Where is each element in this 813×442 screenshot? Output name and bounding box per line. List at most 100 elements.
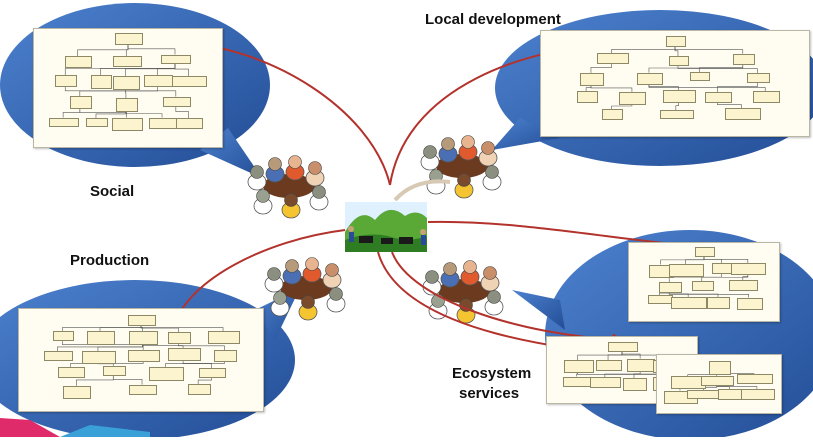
person-head-6: [257, 190, 270, 203]
uml-class-box: [128, 315, 156, 325]
uml-class-box: [666, 36, 686, 47]
uml-class-box: [701, 376, 734, 386]
uml-class-box: [53, 331, 74, 341]
uml-connector-line: [175, 62, 189, 76]
uml-class-box: [168, 348, 201, 361]
uml-class-box: [659, 282, 682, 293]
uml-class-box: [671, 297, 707, 309]
uml-class-box: [637, 73, 664, 86]
uml-class-box: [144, 75, 173, 87]
uml-class-box: [729, 280, 758, 290]
uml-class-box: [168, 332, 191, 343]
uml-class-box: [597, 53, 629, 64]
uml-class-box: [564, 360, 594, 373]
person-head-0: [251, 166, 264, 179]
label-local-development: Local development: [425, 10, 561, 29]
uml-class-box: [690, 72, 710, 81]
label-ecosystem-services-line1: Ecosystem: [452, 364, 531, 383]
label-production: Production: [70, 251, 149, 270]
uml-class-box: [663, 90, 696, 103]
uml-class-box: [648, 295, 673, 304]
uml-class-box: [55, 75, 78, 87]
label-social: Social: [90, 182, 134, 201]
uml-class-box: [87, 331, 115, 345]
meeting-group-icon-ecosystem-services: [423, 261, 503, 324]
label-ecosystem-services-line2: services: [459, 384, 519, 403]
uml-class-box: [753, 91, 780, 102]
uml-connector-line: [78, 43, 128, 56]
uml-class-box: [149, 118, 177, 129]
uml-class-box: [669, 264, 704, 277]
uml-class-box: [149, 367, 184, 381]
uml-class-box: [172, 76, 208, 87]
uml-class-box: [65, 56, 92, 68]
uml-diagram-production: [18, 308, 264, 412]
uml-class-box: [176, 118, 203, 128]
person-head-4: [488, 291, 501, 304]
uml-class-box: [707, 297, 730, 309]
uml-class-box: [741, 389, 775, 400]
uml-diagram-local-development: [540, 30, 810, 137]
uml-class-box: [608, 342, 637, 351]
uml-class-box: [623, 378, 647, 391]
meeting-group-icon-production: [265, 258, 345, 321]
uml-class-box: [733, 54, 755, 66]
person-head-2: [462, 136, 475, 149]
meeting-group-icon-local-development: [421, 136, 501, 199]
uml-class-box: [163, 97, 191, 107]
uml-class-box: [577, 91, 598, 103]
person-head-2: [289, 156, 302, 169]
uml-class-box: [103, 366, 126, 376]
uml-class-box: [82, 351, 116, 364]
person-head-0: [268, 268, 281, 281]
uml-diagram-ecosystem-services-1: [628, 242, 780, 322]
farm-landscape-icon: [345, 202, 427, 252]
person-head-1: [442, 138, 455, 151]
uml-class-box: [596, 360, 622, 371]
person-head-0: [426, 271, 439, 284]
uml-class-box: [214, 350, 237, 361]
uml-class-box: [712, 263, 733, 274]
uml-class-box: [115, 33, 143, 45]
uml-class-box: [208, 331, 241, 344]
uml-class-box: [113, 76, 140, 90]
person-head-4: [330, 288, 343, 301]
uml-class-box: [128, 350, 160, 362]
person-head-3: [484, 267, 497, 280]
person-head-5: [302, 296, 315, 309]
person-head-1: [286, 260, 299, 273]
uml-class-box: [669, 56, 690, 66]
uml-class-box: [63, 386, 91, 399]
uml-class-box: [705, 92, 732, 103]
person-head-4: [313, 186, 326, 199]
uml-class-box: [602, 109, 622, 119]
uml-class-box: [112, 118, 142, 132]
uml-class-box: [161, 55, 192, 64]
person-head-3: [309, 162, 322, 175]
uml-class-box: [737, 374, 772, 384]
person-head-5: [458, 174, 471, 187]
uml-class-box: [563, 377, 592, 387]
uml-class-box: [199, 368, 226, 377]
person-head-1: [444, 263, 457, 276]
uml-class-box: [129, 331, 158, 345]
uml-class-box: [188, 384, 211, 394]
uml-class-box: [695, 247, 716, 257]
uml-class-box: [725, 108, 761, 120]
person-head-2: [306, 258, 319, 271]
uml-class-box: [113, 56, 142, 67]
person-head-1: [269, 158, 282, 171]
uml-class-box: [731, 263, 766, 275]
uml-class-box: [91, 75, 112, 89]
uml-class-box: [709, 361, 730, 374]
meeting-group-icon-social: [248, 156, 328, 219]
uml-class-box: [660, 110, 694, 119]
person-head-2: [464, 261, 477, 274]
person-head-4: [486, 166, 499, 179]
uml-class-box: [116, 98, 137, 112]
uml-class-box: [86, 118, 107, 127]
person-head-0: [424, 146, 437, 159]
uml-class-box: [58, 367, 84, 379]
uml-class-box: [590, 377, 621, 387]
